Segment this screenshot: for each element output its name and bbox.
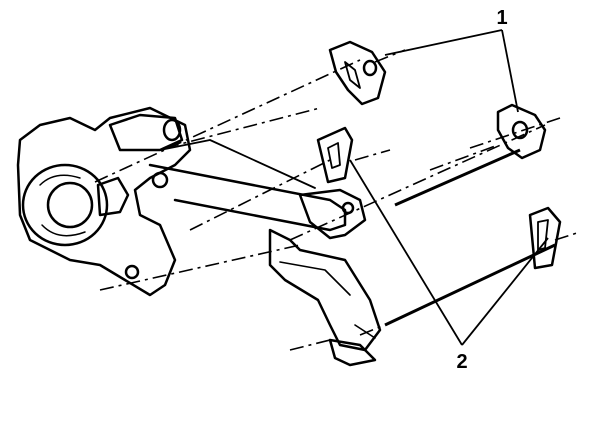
callout-1: 1 [496,7,507,29]
lower-bracket-slot [537,219,549,251]
drive-shaft-end [162,118,182,142]
pump-rotor-inner [46,181,94,229]
leader-lines [349,29,549,346]
bolt-head [124,264,140,280]
pickup-screen-foot [328,338,377,367]
upper-bracket-left-slot [344,61,361,89]
fastener-studs [384,148,556,327]
drive-shaft-boss [108,113,184,152]
oil-pump-assembly [16,106,382,367]
middle-bracket-slot [327,142,341,169]
pump-mount-boss [96,176,130,217]
pickup-tube-flange [298,188,367,240]
stud-upper [394,148,521,207]
bracket-parts [316,40,562,270]
pickup-arm-detail [279,261,376,339]
bolt-head [151,171,169,189]
alignment-centerlines [94,49,581,351]
pump-housing [16,106,192,297]
upper-bracket-right [496,103,547,160]
pump-rotor-ring [39,174,86,237]
pump-rotor-cavity [21,163,109,247]
lower-bracket [528,206,562,270]
middle-bracket [316,126,354,184]
upper-bracket-left-hole [362,59,378,77]
pickup-tube-edge [159,139,316,189]
upper-bracket-left [328,40,387,106]
upper-bracket-right-hole [511,120,529,140]
pickup-tube [148,163,347,232]
stud-lower [384,243,556,327]
callout-2: 2 [456,351,467,373]
